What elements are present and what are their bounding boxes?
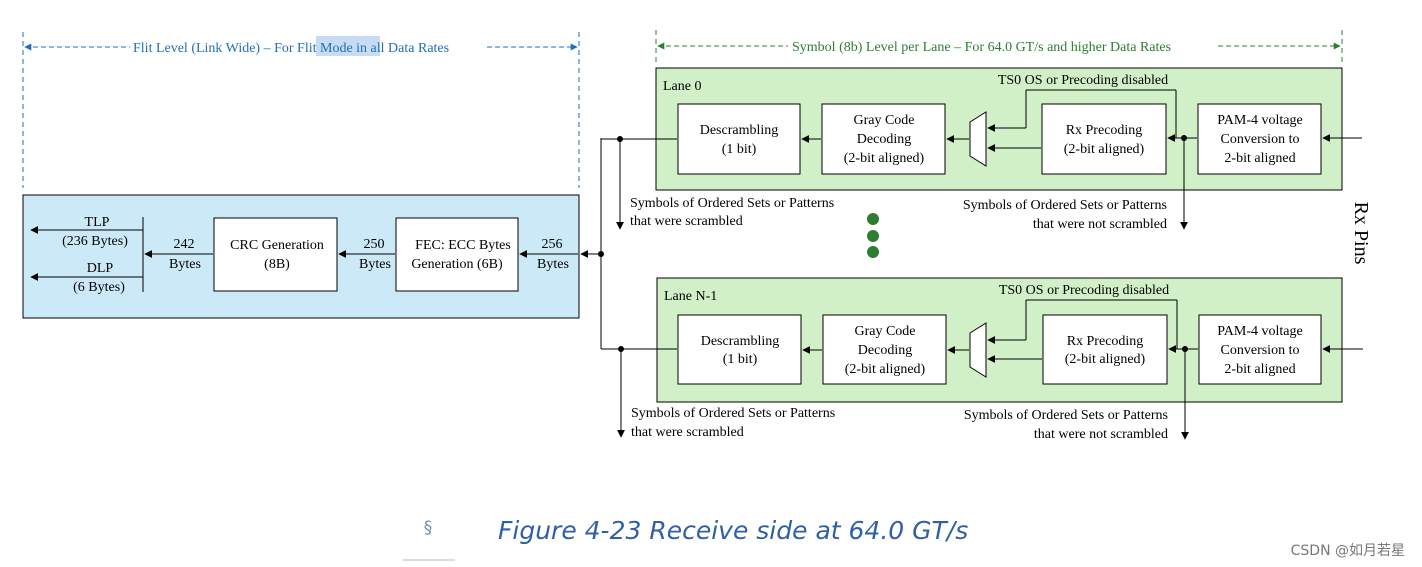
lane-n-1-decoding-label: Decoding (858, 343, 912, 358)
lane-0-decoding-label: Decoding (857, 132, 911, 147)
section-mark: § (424, 518, 433, 538)
lane-0-gray-code-box (821, 103, 946, 175)
lane-n-1-not-scrambled-label-2: that were not scrambled (1034, 427, 1168, 442)
flit-level-label: Flit Level (Link Wide) – For Flit Mode i… (133, 41, 449, 56)
lane-n-1-rx-precoding-box (1042, 314, 1168, 385)
crc-generation-box (213, 217, 338, 292)
lane-n-1-conversion-label: Conversion to (1221, 343, 1300, 358)
lane-n-1-descrambling-label: Descrambling (701, 334, 780, 349)
lane-n-1-title: Lane N-1 (664, 289, 717, 304)
lane-n-1-gray-code-box (822, 314, 947, 385)
lane-n-1-rx-aligned-label: (2-bit aligned) (1065, 352, 1146, 367)
lane-merge-wiring (580, 138, 604, 349)
lane-0-not-scrambled-label: Symbols of Ordered Sets or Patterns (963, 198, 1167, 213)
lane-0-descrambling-box (677, 103, 801, 175)
fec-generation-label: Generation (6B) (411, 257, 503, 272)
lane-0-ts0-label: TS0 OS or Precoding disabled (998, 73, 1168, 88)
figure-caption: § Figure 4-23 Receive side at 64.0 GT/s (403, 516, 968, 561)
crc-generation-label: CRC Generation (230, 238, 324, 253)
watermark: CSDN @如月若星 (1291, 543, 1405, 559)
bytes-256-unit: Bytes (537, 257, 569, 272)
lane-0-gray-code-label: Gray Code (853, 113, 914, 128)
lane-n-1-gray-code-label: Gray Code (854, 324, 915, 339)
lane-0-title: Lane 0 (663, 79, 701, 94)
lane-n-1-pam4-box (1198, 314, 1322, 385)
bytes-242-unit: Bytes (169, 257, 201, 272)
lane-0-pam4-label: PAM-4 voltage (1217, 113, 1302, 128)
tlp-size-label: (236 Bytes) (62, 234, 128, 249)
dlp-label: DLP (87, 261, 114, 276)
lane-n-1-descrambling-box (677, 314, 802, 385)
lane-0-rx-precoding-label: Rx Precoding (1066, 123, 1143, 138)
lane-0-scrambled-label-2: that were scrambled (630, 214, 743, 229)
lane-0-gray-aligned-label: (2-bit aligned) (844, 151, 925, 166)
bytes-250-unit: Bytes (359, 257, 391, 272)
lane-n-1-mux (969, 322, 987, 378)
lane-0-pam4-box (1197, 103, 1322, 175)
bytes-250-number: 250 (364, 237, 385, 252)
symbol-level-header: Symbol (8b) Level per Lane – For 64.0 GT… (655, 30, 1343, 66)
lane-0-descrambling-label: Descrambling (700, 123, 779, 138)
tlp-label: TLP (85, 215, 110, 230)
lane-n-1-rx-precoding-label: Rx Precoding (1067, 334, 1144, 349)
lane-n-1-descrambling-size: (1 bit) (723, 352, 758, 367)
lane-n-1-gray-aligned-label: (2-bit aligned) (845, 362, 926, 377)
lane-n-1-ts0-label: TS0 OS or Precoding disabled (999, 283, 1169, 298)
lane-0-conversion-label: Conversion to (1221, 132, 1300, 147)
dlp-size-label: (6 Bytes) (73, 280, 125, 295)
lane-0-not-scrambled-label-2: that were not scrambled (1033, 217, 1167, 232)
fec-ecc-label: FEC: ECC Bytes (415, 238, 511, 253)
lane-0-mux (969, 111, 987, 167)
lane-0-pam-aligned-label: 2-bit aligned (1224, 151, 1295, 166)
rx-pins-label: Rx Pins (1350, 202, 1372, 265)
lane-n-1-pam-aligned-label: 2-bit aligned (1224, 362, 1295, 377)
flit-level-header: Flit Level (Link Wide) – For Flit Mode i… (22, 32, 580, 188)
lane-0-block: Lane 0 TS0 OS or Precoding disabled Desc… (601, 67, 1362, 232)
lane-0-rx-precoding-box (1041, 103, 1167, 175)
lane-n-1-block: Lane N-1 TS0 OS or Precoding disabled De… (601, 277, 1363, 442)
bytes-256-number: 256 (542, 237, 563, 252)
symbol-level-label: Symbol (8b) Level per Lane – For 64.0 GT… (792, 40, 1171, 55)
lane-n-1-pam4-label: PAM-4 voltage (1217, 324, 1302, 339)
crc-size-label: (8B) (264, 257, 290, 272)
lane-0-descrambling-size: (1 bit) (722, 142, 757, 157)
fec-ecc-box (395, 217, 519, 292)
lane-0-scrambled-label: Symbols of Ordered Sets or Patterns (630, 196, 834, 211)
lane-n-1-scrambled-label: Symbols of Ordered Sets or Patterns (631, 406, 835, 421)
caption-text: Figure 4-23 Receive side at 64.0 GT/s (498, 516, 968, 545)
flit-processing-block: TLP (236 Bytes) DLP (6 Bytes) 242 Bytes … (22, 194, 580, 319)
lane-ellipsis-dots (867, 213, 879, 258)
lane-n-1-scrambled-label-2: that were scrambled (631, 425, 744, 440)
flit-mode-highlight (316, 36, 380, 56)
bytes-242-number: 242 (174, 237, 195, 252)
lane-n-1-not-scrambled-label: Symbols of Ordered Sets or Patterns (964, 408, 1168, 423)
lane-0-rx-aligned-label: (2-bit aligned) (1064, 142, 1145, 157)
